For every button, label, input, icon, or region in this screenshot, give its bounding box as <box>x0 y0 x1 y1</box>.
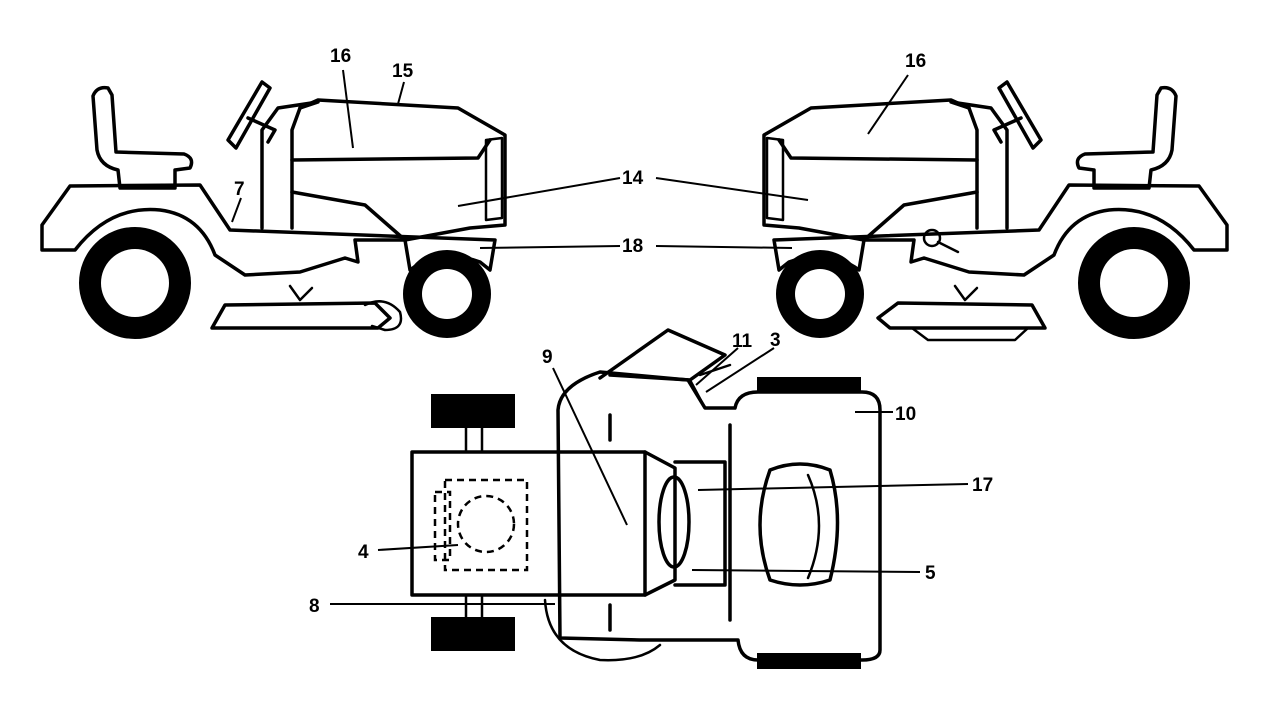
leader-lines <box>231 69 969 605</box>
front-wheel-top-upper <box>431 394 515 428</box>
callout-8: 8 <box>309 596 320 617</box>
callout-3: 3 <box>770 330 781 351</box>
hood-top <box>410 450 677 597</box>
seat-right <box>1075 85 1178 190</box>
callout-15: 15 <box>392 61 414 82</box>
hood-right <box>762 98 979 242</box>
seat-left <box>91 85 194 190</box>
callout-16-left: 16 <box>330 46 351 67</box>
steering-wheel-right <box>997 80 1043 150</box>
callout-5: 5 <box>925 563 936 584</box>
tractor-top-view <box>410 328 882 669</box>
tractor-left-side-view <box>40 80 507 339</box>
hood-left <box>290 98 507 242</box>
callout-14: 14 <box>622 168 644 189</box>
mower-deck-right <box>876 301 1047 330</box>
steering-wheel-top <box>657 475 691 569</box>
callout-numbers: 16 15 7 14 18 16 9 11 3 10 17 4 5 8 <box>234 46 993 617</box>
callout-18: 18 <box>622 236 643 257</box>
callout-16-right: 16 <box>905 51 926 72</box>
mower-deck-top <box>556 370 882 662</box>
callout-7: 7 <box>234 179 245 200</box>
tractor-right-side-view <box>762 80 1229 342</box>
callout-10: 10 <box>895 404 916 425</box>
rear-wheel-top-upper <box>757 377 861 393</box>
engine-outline <box>443 478 529 572</box>
steering-wheel-left <box>226 80 272 150</box>
seat-top <box>758 462 840 587</box>
mower-deck-left <box>210 301 392 330</box>
callout-9: 9 <box>542 347 553 368</box>
callout-11: 11 <box>732 331 753 352</box>
callout-17: 17 <box>972 475 993 496</box>
callout-4: 4 <box>358 542 369 563</box>
front-wheel-top-lower <box>431 617 515 651</box>
